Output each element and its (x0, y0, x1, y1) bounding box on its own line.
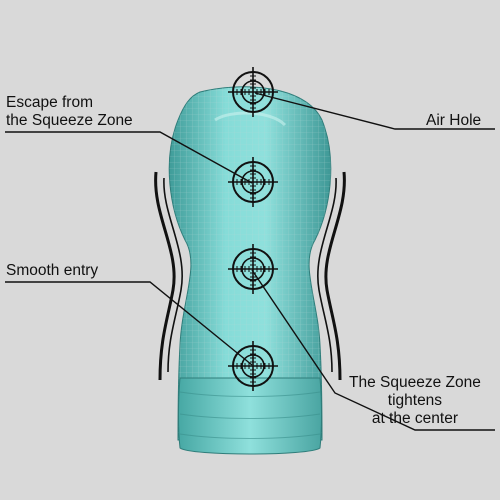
leader-escape (5, 131, 253, 184)
label-squeeze-line2: tightens (387, 392, 443, 409)
label-squeeze-line1: The Squeeze Zone (349, 374, 481, 391)
label-smooth-entry-text: Smooth entry (6, 262, 99, 279)
leader-air-hole (254, 92, 495, 130)
target-air-hole (228, 67, 278, 117)
squeeze-lines-left (154, 171, 183, 381)
label-air-hole-text: Air Hole (426, 112, 482, 129)
label-escape-line2: the Squeeze Zone (6, 112, 133, 129)
label-smooth-entry: Smooth entry (6, 262, 98, 280)
label-squeeze-zone: The Squeeze Zone tightens at the center (349, 374, 481, 428)
target-markers (228, 67, 278, 391)
label-escape: Escape from the Squeeze Zone (6, 94, 133, 130)
target-middle-zone (228, 244, 278, 294)
product-body (168, 86, 332, 455)
label-air-hole: Air Hole (426, 112, 481, 130)
target-lower-zone (228, 341, 278, 391)
leader-smooth-entry (5, 281, 253, 366)
target-upper-zone (228, 157, 278, 207)
squeeze-lines-right (317, 171, 346, 381)
label-squeeze-line3: at the center (371, 410, 458, 427)
label-escape-line1: Escape from (6, 94, 94, 111)
leader-squeeze-zone (251, 269, 495, 431)
